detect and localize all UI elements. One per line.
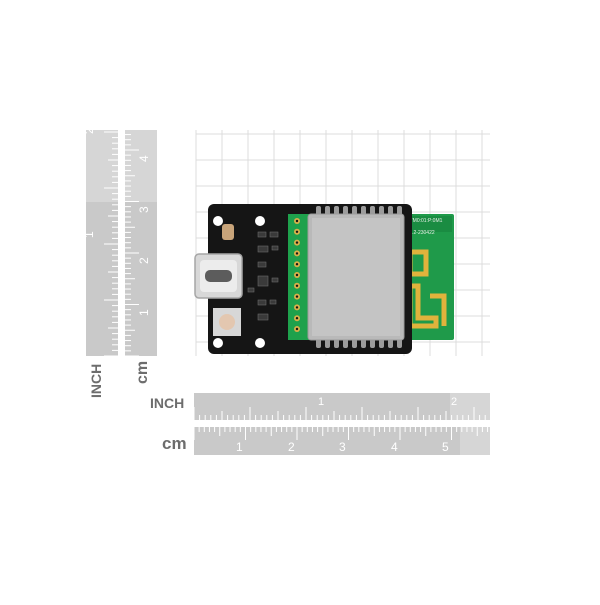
smd-component: [257, 275, 269, 287]
v-cm-tick-2: 2: [137, 257, 151, 264]
h-cm-tick-3: 3: [339, 440, 346, 454]
horizontal-cm-ruler: 1 2 3 4 5: [193, 427, 490, 455]
solder-pad-hole: [295, 306, 299, 309]
smd-component: [257, 245, 269, 253]
antenna-pcb: [402, 214, 454, 340]
dev-board: DTM0:01:P:0M1 V2 B1.2-230422: [194, 204, 454, 354]
h-inch-tick-2: 2: [451, 396, 457, 408]
v-inch-unit-label: INCH: [88, 364, 104, 398]
solder-pad-hole: [295, 252, 299, 255]
smd-component: [257, 299, 267, 306]
h-cm-tick-4: 4: [391, 440, 398, 454]
solder-pad-hole: [295, 241, 299, 244]
mount-hole: [213, 216, 223, 226]
v-cm-tick-1: 1: [137, 309, 151, 316]
v-inch-tick-1: 1: [82, 231, 96, 238]
solder-pad-hole: [295, 230, 299, 233]
mount-hole: [213, 338, 223, 348]
solder-pad-hole: [295, 284, 299, 287]
smd-component: [269, 231, 279, 238]
smd-component: [257, 231, 267, 238]
v-inch-tick-2: 2: [82, 127, 96, 134]
smd-component: [247, 287, 255, 293]
solder-pad-hole: [295, 317, 299, 320]
v-cm-tick-4: 4: [137, 155, 151, 162]
v-cm-tick-3: 3: [137, 206, 151, 213]
mount-hole: [255, 338, 265, 348]
smd-component: [257, 261, 267, 268]
smd-component: [257, 313, 269, 321]
vertical-cm-ruler: 1 2 3 4: [125, 128, 157, 357]
horizontal-inch-ruler: 1 2: [193, 393, 490, 420]
solder-pad-hole: [295, 219, 299, 223]
smd-component: [271, 245, 279, 251]
solder-pad-hole: [295, 263, 299, 266]
solder-pad-hole: [295, 295, 299, 298]
h-inch-tick-1: 1: [318, 396, 324, 408]
v-cm-unit-label: cm: [134, 361, 151, 384]
module-marking-line3: B1.2-230422: [406, 230, 435, 236]
module-marking-line1: DTM0:01:P:0M1: [406, 218, 443, 224]
h-inch-unit-label: INCH: [150, 395, 184, 411]
solder-pad-hole: [295, 273, 299, 277]
boot-button: [213, 308, 241, 336]
vertical-inch-ruler: 1 2: [82, 127, 118, 357]
h-cm-unit-label: cm: [162, 434, 187, 453]
h-cm-tick-2: 2: [288, 440, 295, 454]
solder-pad-hole: [295, 327, 299, 331]
usb-c-connector: [194, 253, 243, 299]
h-cm-tick-5: 5: [442, 440, 449, 454]
mount-hole: [255, 216, 265, 226]
smd-component: [269, 299, 277, 305]
reset-button: [222, 224, 234, 240]
h-cm-tick-1: 1: [236, 440, 243, 454]
smd-component: [271, 277, 279, 283]
